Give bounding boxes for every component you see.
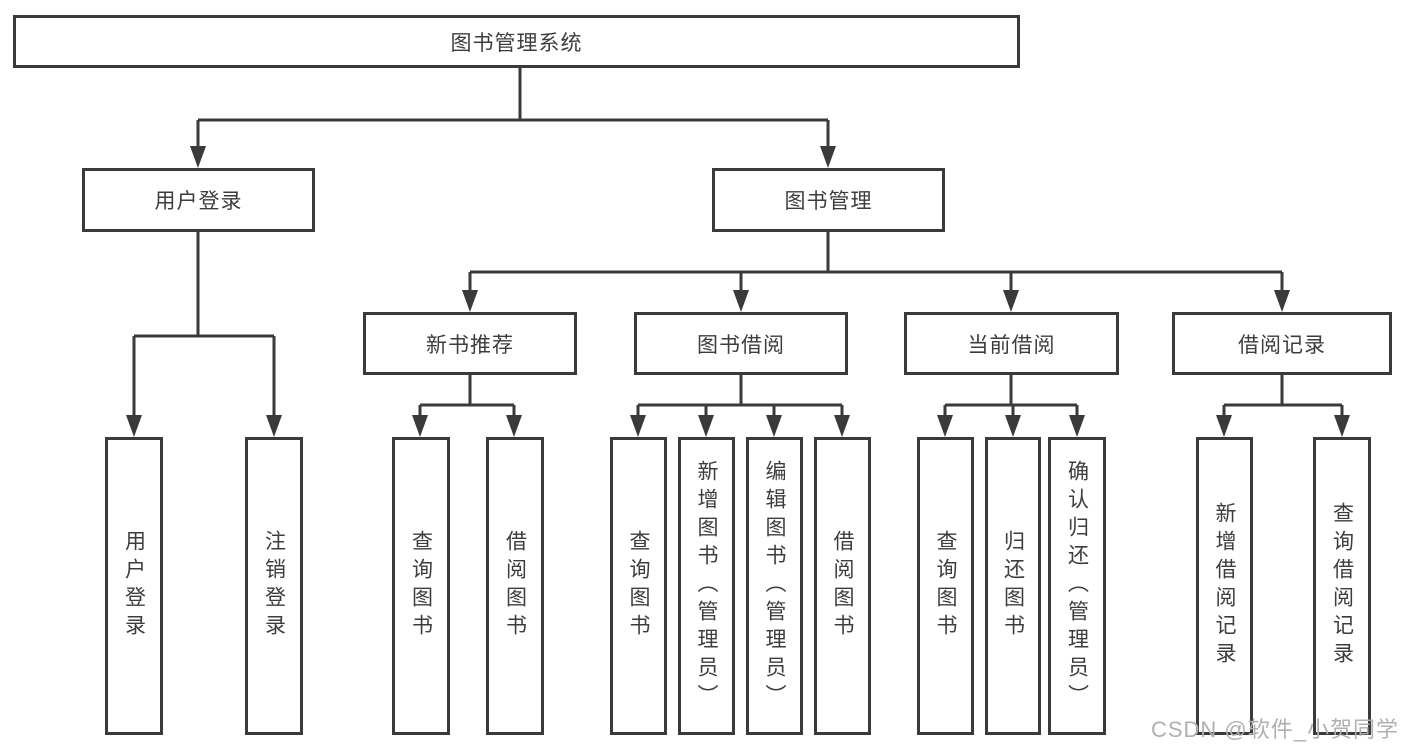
leaf-query-books: 查询图书 bbox=[392, 437, 450, 735]
leaf-label: 查询图书 bbox=[409, 530, 433, 642]
leaf-borrow-books: 借阅图书 bbox=[814, 437, 871, 735]
watermark: CSDN @软件_小贺同学 bbox=[1150, 717, 1399, 742]
leaf-label: 查询借阅记录 bbox=[1330, 502, 1354, 670]
leaf-label: 查询图书 bbox=[627, 530, 650, 642]
leaf-return-books: 归还图书 bbox=[985, 437, 1041, 735]
node-library-system: 图书管理系统 bbox=[13, 15, 1020, 68]
node-label: 图书管理系统 bbox=[450, 31, 583, 55]
leaf-label: 查询图书 bbox=[934, 530, 957, 642]
node-label: 借阅记录 bbox=[1238, 333, 1326, 357]
leaf-label: 注销登录 bbox=[262, 530, 286, 642]
leaf-label: 借阅图书 bbox=[831, 530, 854, 642]
leaf-query-books: 查询图书 bbox=[917, 437, 974, 735]
node-label: 图书管理 bbox=[784, 190, 873, 213]
node-borrow-records: 借阅记录 bbox=[1172, 312, 1392, 375]
node-user-login: 用户登录 bbox=[82, 168, 315, 232]
leaf-edit-book-admin: 编辑图书（管理员） bbox=[746, 437, 803, 735]
leaf-label: 编辑图书（管理员） bbox=[763, 460, 786, 712]
node-label: 当前借阅 bbox=[967, 333, 1056, 357]
leaf-query-borrow-record: 查询借阅记录 bbox=[1313, 437, 1371, 735]
leaf-borrow-books: 借阅图书 bbox=[486, 437, 544, 735]
leaf-user-login: 用户登录 bbox=[105, 437, 163, 735]
node-new-book-recommend: 新书推荐 bbox=[363, 312, 577, 375]
node-label: 新书推荐 bbox=[426, 333, 514, 357]
node-book-management: 图书管理 bbox=[712, 168, 945, 232]
leaf-label: 借阅图书 bbox=[503, 530, 527, 642]
leaf-logout: 注销登录 bbox=[245, 437, 303, 735]
leaf-confirm-return-admin: 确认归还（管理员） bbox=[1048, 437, 1106, 735]
leaf-add-borrow-record: 新增借阅记录 bbox=[1196, 437, 1253, 735]
node-current-borrowing: 当前借阅 bbox=[904, 312, 1119, 375]
node-label: 用户登录 bbox=[154, 190, 243, 213]
leaf-label: 新增图书（管理员） bbox=[695, 460, 718, 712]
leaf-label: 用户登录 bbox=[122, 530, 146, 642]
leaf-query-books: 查询图书 bbox=[610, 437, 667, 735]
leaf-label: 归还图书 bbox=[1001, 530, 1025, 642]
leaf-label: 新增借阅记录 bbox=[1213, 502, 1236, 670]
leaf-label: 确认归还（管理员） bbox=[1065, 460, 1089, 712]
leaf-add-book-admin: 新增图书（管理员） bbox=[678, 437, 735, 735]
node-label: 图书借阅 bbox=[697, 333, 785, 357]
node-book-borrowing: 图书借阅 bbox=[634, 312, 848, 375]
